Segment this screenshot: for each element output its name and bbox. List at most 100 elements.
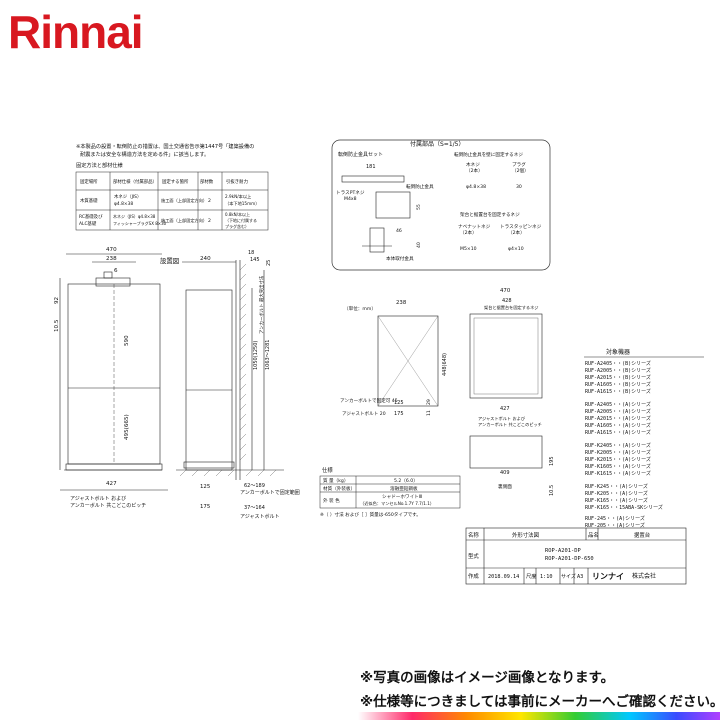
acc-screw1: 木ネジ: [466, 161, 480, 168]
stand-front-top-label: 架台と据置台を固定するネジ: [484, 304, 538, 311]
model-item: RUF-A2015・・(A)シリーズ: [585, 415, 651, 422]
stand-front-h10: 10.5: [549, 485, 555, 496]
spec-k3: 外 装 色: [323, 497, 340, 504]
row2-material1: 木ネジ（JIS）φ4.8×38: [113, 213, 156, 219]
row2-count: 2: [208, 218, 211, 224]
row1-strength2: （本下地15mm）: [225, 200, 259, 207]
th-material: 部材仕様（付属部品）: [113, 178, 157, 185]
unit-label: （単位：mm）: [344, 305, 376, 312]
acc-w40: 40: [416, 242, 422, 248]
model-item: RUF-A2405・・(B)シリーズ: [585, 360, 651, 367]
spec-v1: 5.2（6.0）: [394, 478, 418, 484]
row1-place: 木質基礎: [80, 197, 98, 204]
acc-mount: 本体取付金具: [386, 255, 414, 262]
acc-tap: トラスPTネジ: [336, 190, 365, 196]
stand-anchor45: アンカーボルトで固定可 45: [340, 397, 398, 404]
side-v1: アンカーボルト 最大突出寸法: [258, 275, 265, 334]
tb-name-label: 名称: [468, 531, 479, 539]
acc-truss: トラスタッピンネジ: [500, 223, 542, 230]
spec-v2: 溶融亜鉛鋼板: [390, 485, 418, 492]
row2-strength2: （下地に付属する: [225, 217, 257, 223]
model-item: RUF-A1615・・(B)シリーズ: [585, 388, 651, 395]
model-item: RUF-K1615・・(A)シリーズ: [585, 470, 651, 477]
model-item: RUF-A2405・・(A)シリーズ: [585, 401, 651, 408]
th-place: 固定場所: [80, 178, 98, 185]
acc-h55: 55: [416, 204, 422, 210]
acc-tap2: M4x8: [344, 196, 357, 202]
acc-plug-size: 30: [516, 184, 522, 190]
stand-h11: 11: [426, 410, 432, 416]
model-item: RUF-K165・・15ABA-SKシリーズ: [585, 504, 663, 511]
tb-model-label: 型式: [468, 552, 479, 560]
front-adjust-label2: アンカーボルト 共こどこのピッチ: [70, 502, 146, 509]
tb-name: 外形寸法図: [512, 531, 539, 539]
stand-front-h195: 195: [549, 456, 555, 466]
model-item: RUF-K2405・・(A)シリーズ: [585, 442, 651, 449]
acc-w181: 181: [366, 164, 376, 170]
rainbow-bar: [358, 712, 720, 720]
row1-strength1: 2.9kN/本以上: [225, 193, 251, 200]
acc-title: 付属部品（S=1/5）: [410, 140, 465, 148]
spec-note: ※（ ）寸法 および［ ］質量は-650タイプです。: [320, 511, 421, 518]
tb-scale: 1:10: [540, 574, 553, 580]
th-count: 部材数: [200, 178, 214, 185]
note-line-2: 耐震または安全な構造方法を定める件」に該当します。: [80, 150, 209, 158]
side-w125: 125: [200, 484, 210, 490]
acc-nut: ナベナットネジ: [458, 224, 491, 230]
tb-size-label: サイズ: [561, 573, 576, 580]
footer-note-1: ※写真の画像はイメージ画像となります。: [360, 670, 615, 686]
acc-plug: プラグ: [512, 161, 526, 168]
side-w18: 18: [248, 250, 254, 256]
model-item: RUF-245・・(A)シリーズ: [585, 515, 645, 522]
stand-front-view: 470 428 架台と据置台を固定するネジ 427 アジャストボルト および ア…: [469, 288, 555, 496]
spec-table: 仕様 質 量（kg） 5.2（6.0） 材質（外装板） 溶融亜鉛鋼板 外 装 色…: [319, 466, 461, 518]
spec-k1: 質 量（kg）: [323, 477, 348, 484]
front-h495: 495(665): [124, 414, 130, 440]
stand-front-bottom: 裏側面: [498, 483, 512, 490]
title-block: 名称 外形寸法図 品名 据置台 型式 ROP-A201-DP ROP-A201-…: [465, 527, 687, 585]
row1-material2: φ4.8×38: [114, 201, 133, 207]
row2-strength1: 0.8kN/本以上: [225, 211, 250, 217]
acc-left-title: 転倒防止金具セット: [338, 151, 383, 158]
acc-plug-qty: （2個）: [512, 167, 529, 174]
front-h92: 92: [54, 297, 60, 304]
tb-size: A3: [577, 574, 583, 580]
th-strength: 引抜き耐力: [226, 178, 248, 185]
row1-material1: 木ネジ（JIS）: [114, 193, 141, 200]
stand-front-w428: 428: [502, 298, 512, 304]
front-w427: 427: [106, 481, 117, 487]
tb-item-label: 品名: [588, 531, 599, 539]
stand-h448: 448(648): [442, 353, 448, 376]
row2-place2: ALC基礎: [79, 220, 97, 227]
row2-place: RC基礎及び: [79, 213, 103, 220]
stand-front-adjust: アジャストボルト および: [478, 415, 526, 422]
model-item: RUF-A2015・・(B)シリーズ: [585, 374, 651, 381]
acc-nut-size: M5×10: [460, 246, 477, 252]
side-w240: 240: [200, 256, 211, 262]
acc-right2-title: 架台と据置台を固定するネジ: [460, 211, 520, 218]
row1-count: 2: [208, 198, 211, 204]
stand-w238: 238: [396, 300, 407, 306]
acc-truss-qty: （2本）: [508, 229, 525, 236]
stand-front-w409: 409: [500, 470, 510, 476]
front-h10: 10.5: [54, 319, 60, 332]
acc-truss-size: φ4×10: [508, 246, 524, 252]
model-item: RUF-K245・・(A)シリーズ: [585, 483, 648, 490]
spec-v3b: （近似色：マンセルNo.1.7Y 7.7/1.1）: [360, 500, 434, 507]
tb-item: 据置台: [634, 531, 650, 539]
tb-date-label: 作成: [468, 572, 479, 580]
stand-front-w427: 427: [500, 406, 510, 412]
accessories-box: 付属部品（S=1/5） 転倒防止金具セット 181 トラスPTネジ M4x8 5…: [331, 139, 551, 271]
side-h1050: 1050(1250): [253, 341, 259, 370]
acc-right-title: 転倒防止金具を壁に固定するネジ: [454, 151, 523, 158]
row1-fix: 施工面（上部固定方向）: [161, 197, 207, 204]
th-fix: 固定する箇所: [162, 178, 189, 185]
front-w238: 238: [106, 256, 117, 262]
side-w25: 25: [266, 260, 272, 266]
acc-tenpo: 転倒防止金具: [406, 183, 434, 190]
side-w175: 175: [200, 504, 210, 510]
install-front-view: [59, 253, 168, 491]
models-list: 対象機器 RUF-A2405・・(B)シリーズ RUF-A2005・・(B)シリ…: [584, 348, 704, 529]
spec-v3: シャドーホワイトⅢ: [382, 494, 422, 500]
stand-side-view: （単位：mm） 238 448(648) アンカーボルトで固定可 45 アジャス…: [340, 300, 448, 417]
